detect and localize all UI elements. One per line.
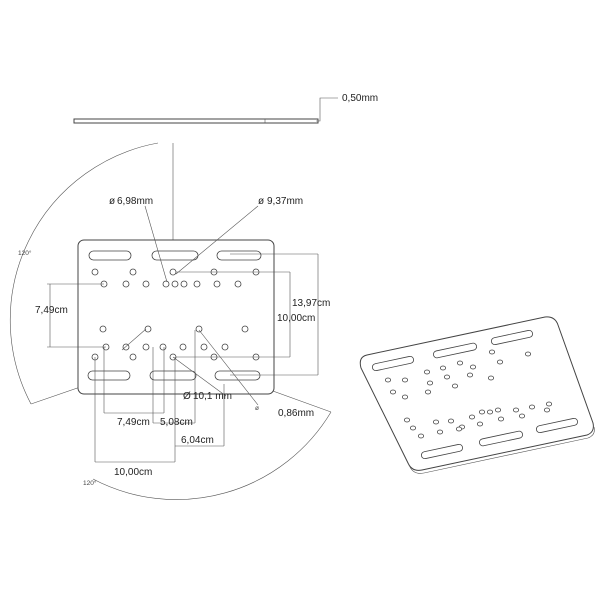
angle-top-label: 120° <box>18 249 32 257</box>
hole <box>234 280 242 288</box>
hole <box>159 343 167 351</box>
hole <box>200 343 208 351</box>
hole <box>193 280 201 288</box>
slot <box>149 370 197 381</box>
hole <box>180 280 188 288</box>
dim-749-bottom: 7,49cm <box>117 417 150 428</box>
hole <box>142 343 150 351</box>
side-view: 0,50mm <box>73 93 378 124</box>
hole-101-label: 10,1 mm <box>193 391 232 402</box>
slot <box>535 417 579 434</box>
slot <box>216 250 262 261</box>
thickness-label: 0,50mm <box>342 93 378 104</box>
diameter-symbol: ø <box>255 405 259 412</box>
hole <box>169 268 177 276</box>
slot <box>420 443 464 460</box>
diameter-symbol: ø <box>258 196 264 207</box>
hole <box>122 280 130 288</box>
dimensions: 7,49cm 13,97cm 10,00cm 7,49cm 5,08cm 6,0… <box>35 253 330 478</box>
hole <box>99 325 107 333</box>
slot <box>214 370 261 381</box>
hole <box>91 268 99 276</box>
hole <box>129 268 137 276</box>
diameter-symbol-big: Ø <box>183 391 191 402</box>
slot <box>490 329 534 346</box>
dim-749-left: 7,49cm <box>35 305 68 316</box>
slot <box>479 430 523 447</box>
hole-086-label: 0,86mm <box>278 408 314 419</box>
hole <box>195 325 203 333</box>
dim-604: 6,04cm <box>181 435 214 446</box>
hole <box>179 343 187 351</box>
slot <box>371 355 415 372</box>
dim-508: 5,08cm <box>160 417 193 428</box>
dim-1000-bottom: 10,00cm <box>114 467 152 478</box>
slot <box>87 370 131 381</box>
plate-top-view <box>77 239 275 395</box>
hole <box>162 280 170 288</box>
angle-bottom-label: 120° <box>83 479 97 487</box>
slot <box>151 250 199 261</box>
dim-1397: 13,97cm <box>292 298 330 309</box>
isometric-view <box>359 316 595 474</box>
hole <box>171 280 179 288</box>
slot <box>433 342 477 359</box>
hole <box>213 280 221 288</box>
hole-callouts: ø 6,98mm ø 9,37mm Ø 10,1 mm ø 0,86mm <box>109 196 314 419</box>
diameter-symbol: ø <box>109 196 115 207</box>
hole <box>144 325 152 333</box>
hole <box>221 343 229 351</box>
iso-holes <box>384 349 553 439</box>
hole <box>142 280 150 288</box>
hole <box>129 353 137 361</box>
dim-1000-right: 10,00cm <box>277 313 315 324</box>
hole <box>241 325 249 333</box>
hole-698-label: 6,98mm <box>117 196 153 207</box>
hole-937-label: 9,37mm <box>267 196 303 207</box>
slot <box>88 250 132 261</box>
